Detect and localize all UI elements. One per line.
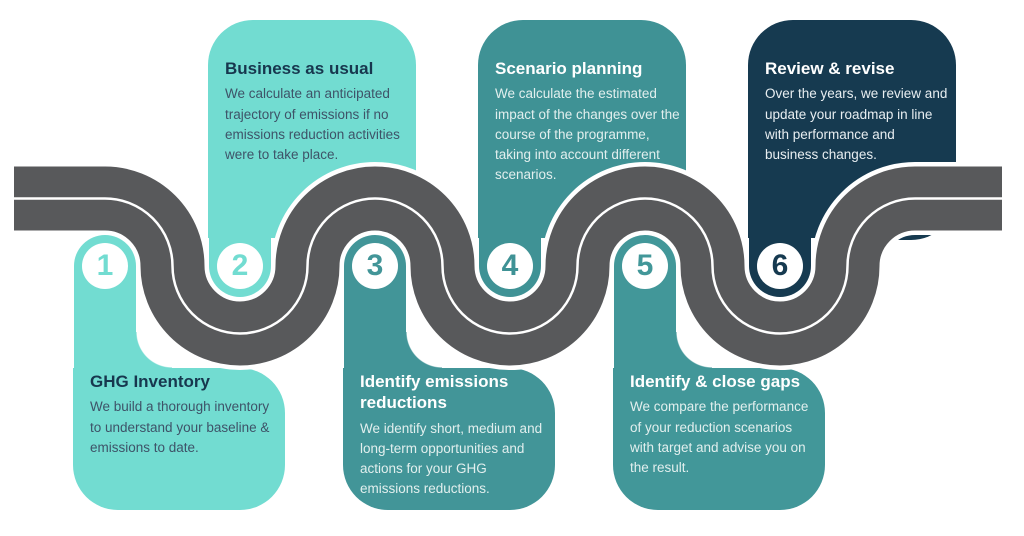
step-card <box>343 368 555 510</box>
step-title: Scenario planning <box>495 59 643 78</box>
step-number-badge: 1 <box>82 243 128 289</box>
step-title: Identify & close gaps <box>630 372 801 391</box>
step-text: Business as usual We calculate an antici… <box>225 58 411 165</box>
step-title: Review & revise <box>765 59 895 78</box>
step-description: We calculate the estimated impact of the… <box>495 86 680 183</box>
step-description: We calculate an anticipated trajectory o… <box>225 86 400 162</box>
step-number-badge: 6 <box>757 243 803 289</box>
card-stem <box>344 294 406 372</box>
step-number: 4 <box>501 249 519 282</box>
step-number-badge: 3 <box>352 243 398 289</box>
step-description: We build a thorough inventory to underst… <box>90 399 270 455</box>
step-card <box>613 368 825 510</box>
step-number: 3 <box>366 249 384 282</box>
road-center-line <box>14 197 1002 335</box>
step-description: Over the years, we review and update you… <box>765 86 948 162</box>
step-text: Identify emissions reductions We identif… <box>360 371 546 500</box>
step-text: GHG Inventory We build a thorough invent… <box>90 371 276 458</box>
step-number: 5 <box>636 249 654 282</box>
step-number: 6 <box>771 249 789 282</box>
step-text: Scenario planning We calculate the estim… <box>495 58 681 186</box>
step-text: Identify & close gaps We compare the per… <box>630 371 816 478</box>
step-number: 2 <box>231 249 249 282</box>
step-title: Business as usual <box>225 59 374 78</box>
step-description: We identify short, medium and long-term … <box>360 420 543 497</box>
step-description: We compare the performance of your reduc… <box>630 399 809 475</box>
step-number-badge: 4 <box>487 243 533 289</box>
step-card <box>73 368 285 510</box>
step-number: 1 <box>96 249 114 282</box>
step-title: Identify emissions reductions <box>360 372 509 413</box>
card-stem <box>74 294 136 372</box>
card-stem <box>614 294 676 372</box>
step-number-badge: 5 <box>622 243 668 289</box>
step-title: GHG Inventory <box>90 372 210 391</box>
step-text: Review & revise Over the years, we revie… <box>765 58 951 165</box>
step-number-badge: 2 <box>217 243 263 289</box>
